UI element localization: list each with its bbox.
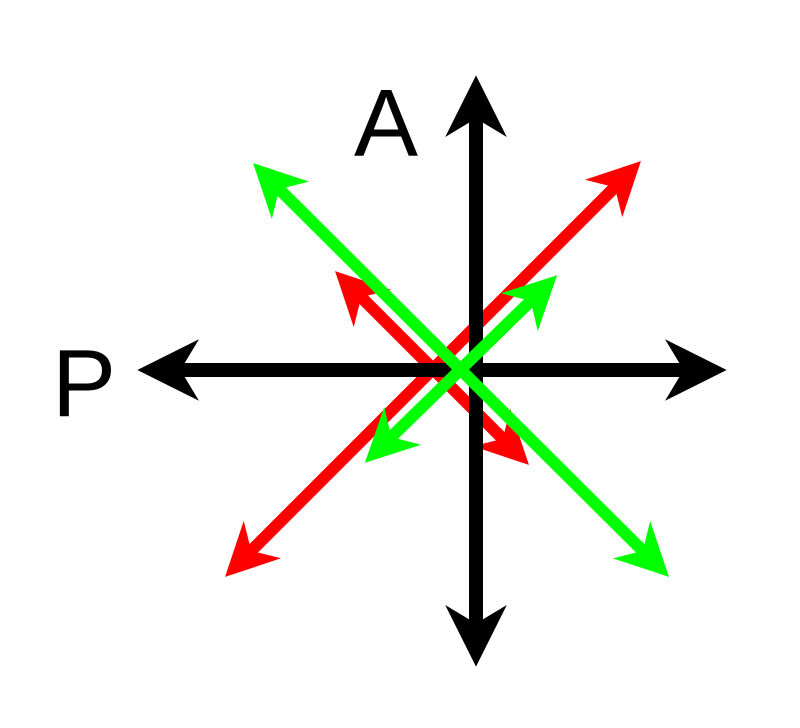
axis-label-p: P xyxy=(52,330,117,437)
green-short-diagonal-arrow xyxy=(364,275,558,463)
axis-label-a: A xyxy=(354,70,419,177)
